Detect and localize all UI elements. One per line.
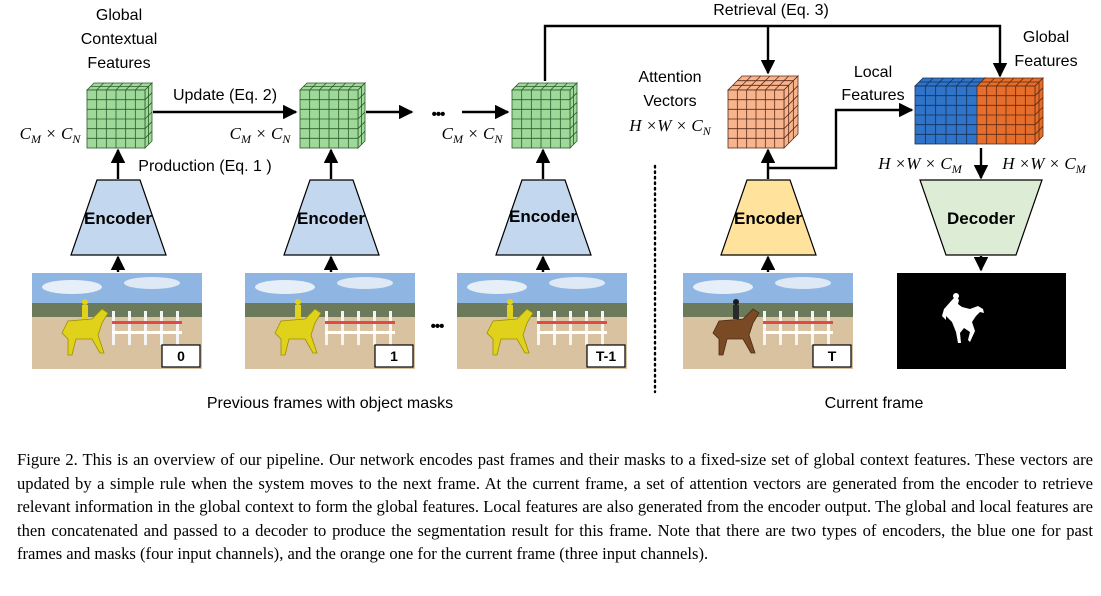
previous-frames-label: Previous frames with object masks xyxy=(207,395,453,412)
video-frame-2: T-1 xyxy=(457,273,627,369)
frame-index-label: T xyxy=(828,348,837,364)
pipeline-diagram: Encoder Encoder Encoder Encoder Decoder … xyxy=(20,2,1087,412)
horse-rider-silhouette-icon xyxy=(942,293,984,343)
local-features-cube xyxy=(914,77,986,145)
ellipsis-top: ••• xyxy=(432,106,446,123)
video-frame-3: T xyxy=(683,273,853,369)
svg-text:Features: Features xyxy=(1014,53,1077,70)
current-frame-label: Current frame xyxy=(825,395,924,412)
svg-text:Contextual: Contextual xyxy=(81,31,158,48)
svg-text:Vectors: Vectors xyxy=(643,93,696,110)
dims-label-0: CM​ × CN​ xyxy=(20,124,82,146)
frame-index-label: 0 xyxy=(177,348,185,364)
global-contextual-features-label: Global Contextual Features xyxy=(81,7,158,72)
decoder-label: Decoder xyxy=(947,209,1015,228)
dims-label-global: H ×W × CM​ xyxy=(1001,154,1086,176)
frame-index-badge: 0 xyxy=(161,344,201,368)
svg-text:Local: Local xyxy=(854,64,892,81)
encoder-0: Encoder xyxy=(70,179,167,256)
frame-index-label: 1 xyxy=(390,348,398,364)
frame-index-badge: 1 xyxy=(374,344,414,368)
encoder-label: Encoder xyxy=(509,207,577,226)
dims-label-1: CM​ × CN​ xyxy=(230,124,292,146)
global-features-label: Global Features xyxy=(1014,29,1077,70)
attention-vectors-label: Attention Vectors xyxy=(638,69,701,110)
encoder-label: Encoder xyxy=(734,209,802,228)
frame-index-badge: T-1 xyxy=(586,344,626,368)
encoder-label: Encoder xyxy=(297,209,365,228)
video-frame-0: 0 xyxy=(32,273,202,369)
svg-text:Global: Global xyxy=(1023,29,1069,46)
dims-label-local: H ×W × CM​ xyxy=(877,154,962,176)
local-features-label: Local Features xyxy=(841,64,904,104)
svg-text:Attention: Attention xyxy=(638,69,701,86)
attention-vectors-cube xyxy=(727,75,799,149)
production-label: Production (Eq. 1 ) xyxy=(138,158,271,175)
svg-text:Global: Global xyxy=(96,7,142,24)
dims-label-t-minus-1: CM​ × CN​ xyxy=(442,124,504,146)
svg-text:Features: Features xyxy=(841,87,904,104)
figure-caption: Figure 2. This is an overview of our pip… xyxy=(17,450,1093,564)
encoder-label: Encoder xyxy=(84,209,152,228)
global-context-cube-t-minus-1 xyxy=(511,82,578,149)
output-mask xyxy=(897,273,1066,369)
dims-label-attention: H ×W × CN​ xyxy=(628,116,711,138)
retrieval-label: Retrieval (Eq. 3) xyxy=(713,2,829,19)
encoder-t-minus-1: Encoder xyxy=(495,179,592,256)
update-label: Update (Eq. 2) xyxy=(173,87,277,104)
video-frame-1: 1 xyxy=(245,273,415,369)
global-features-cube xyxy=(976,77,1044,145)
svg-text:Features: Features xyxy=(87,55,150,72)
encoder-current: Encoder xyxy=(720,179,817,256)
frame-index-badge: T xyxy=(812,344,852,368)
global-context-cube-0 xyxy=(86,82,153,149)
frame-index-label: T-1 xyxy=(596,348,616,364)
global-context-cube-1 xyxy=(299,82,366,149)
encoder-1: Encoder xyxy=(283,179,380,256)
ellipsis-frames: ••• xyxy=(431,318,445,335)
decoder: Decoder xyxy=(919,179,1043,256)
